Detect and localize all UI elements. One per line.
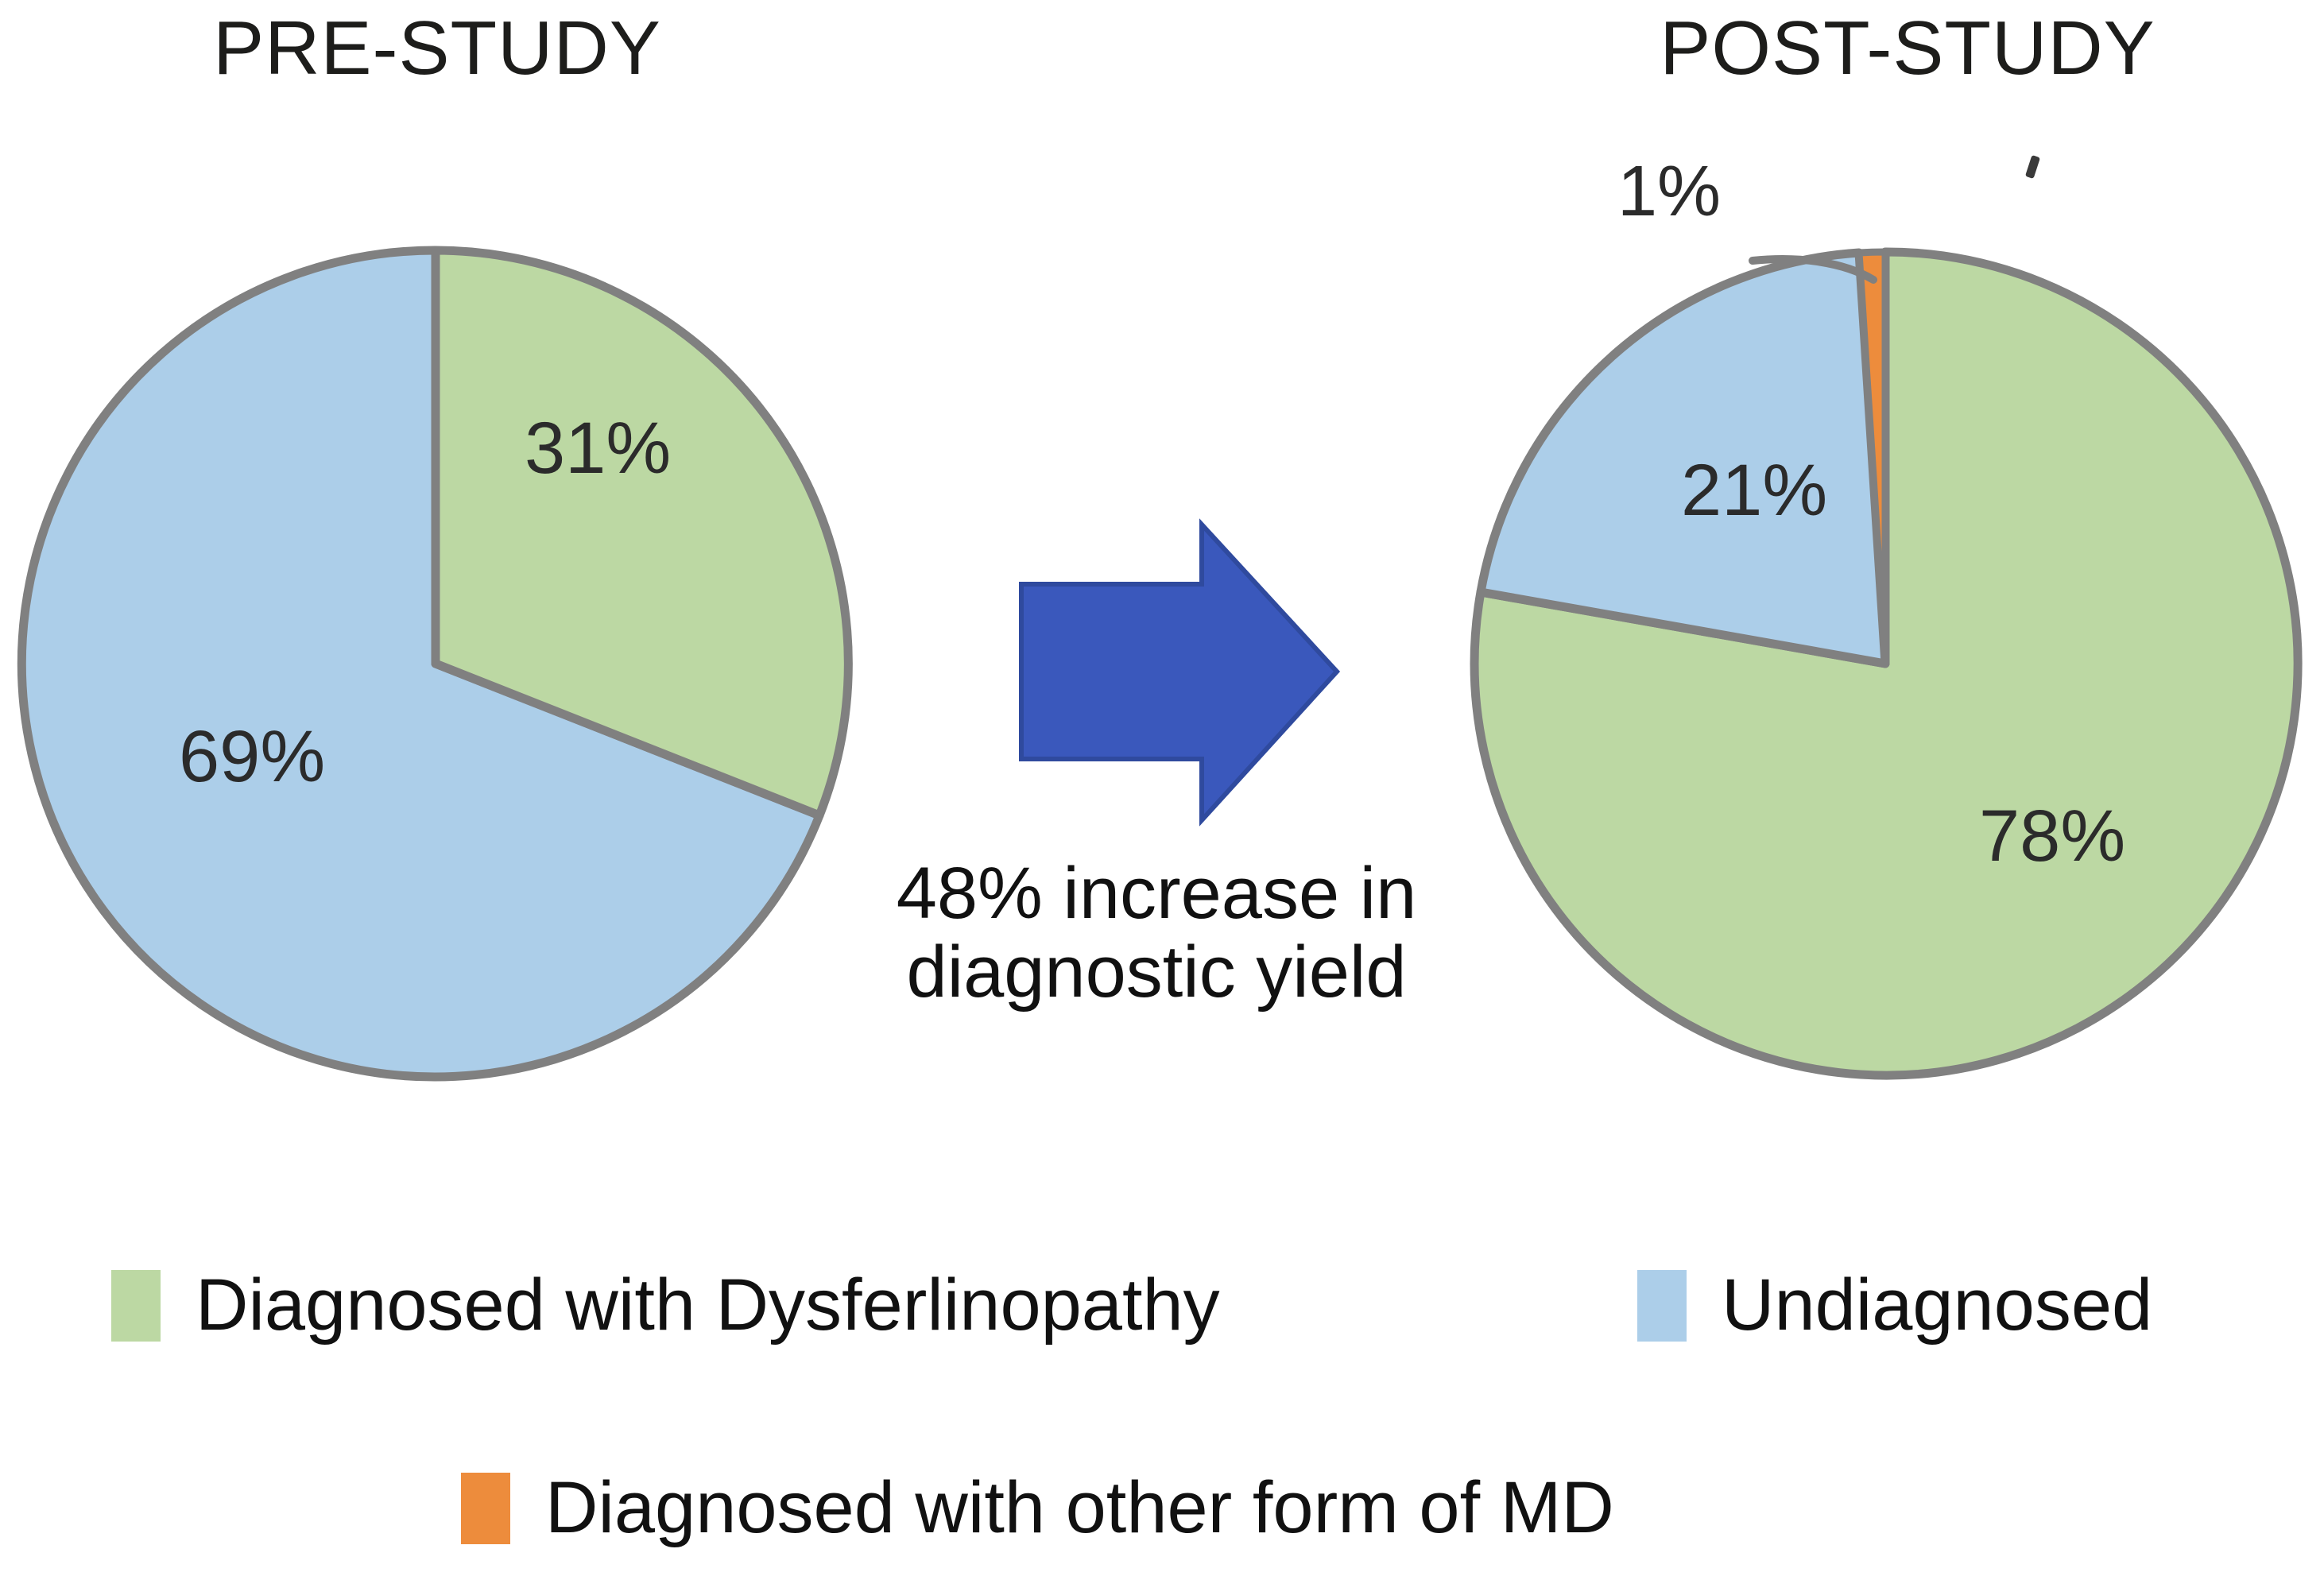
- legend-item-dysferlinopathy: Diagnosed with Dysferlinopathy: [111, 1264, 1220, 1347]
- legend-item-undiagnosed: Undiagnosed: [1637, 1264, 2152, 1347]
- annotation-line-2: diagnostic yield: [906, 931, 1407, 1013]
- legend-item-other-md: Diagnosed with other form of MD: [461, 1466, 1614, 1550]
- legend-label-other-md: Diagnosed with other form of MD: [545, 1467, 1614, 1548]
- pre-blue-value-label: 69%: [179, 716, 326, 797]
- post-slice-undiagnosed: [1476, 248, 1890, 668]
- legend-swatch-orange: [461, 1472, 510, 1544]
- annotation-line-1: 48% increase in: [896, 853, 1417, 934]
- legend-label-dysferlinopathy: Diagnosed with Dysferlinopathy: [196, 1264, 1220, 1346]
- legend-label-undiagnosed: Undiagnosed: [1722, 1264, 2153, 1346]
- legend-swatch-green: [111, 1269, 161, 1342]
- post-orange-value-label: 1%: [1617, 152, 1722, 231]
- pre-slice-dysferlinopathy: [431, 246, 853, 820]
- post-orange-leader-line: [1749, 255, 1877, 284]
- post-slice-other-md: [1855, 248, 1889, 668]
- pre-slice-undiagnosed: [17, 246, 824, 1082]
- post-green-value-label: 78%: [1979, 796, 2126, 877]
- legend-swatch-blue: [1637, 1269, 1687, 1342]
- post-study-title: POST-STUDY: [1660, 6, 2156, 91]
- post-blue-value-label: 21%: [1681, 450, 1828, 531]
- pre-green-value-label: 31%: [525, 408, 672, 489]
- transition-arrow-icon: [1019, 518, 1341, 827]
- pre-study-title: PRE-STUDY: [213, 6, 661, 91]
- increase-annotation: 48% increase in diagnostic yield: [827, 854, 1486, 1013]
